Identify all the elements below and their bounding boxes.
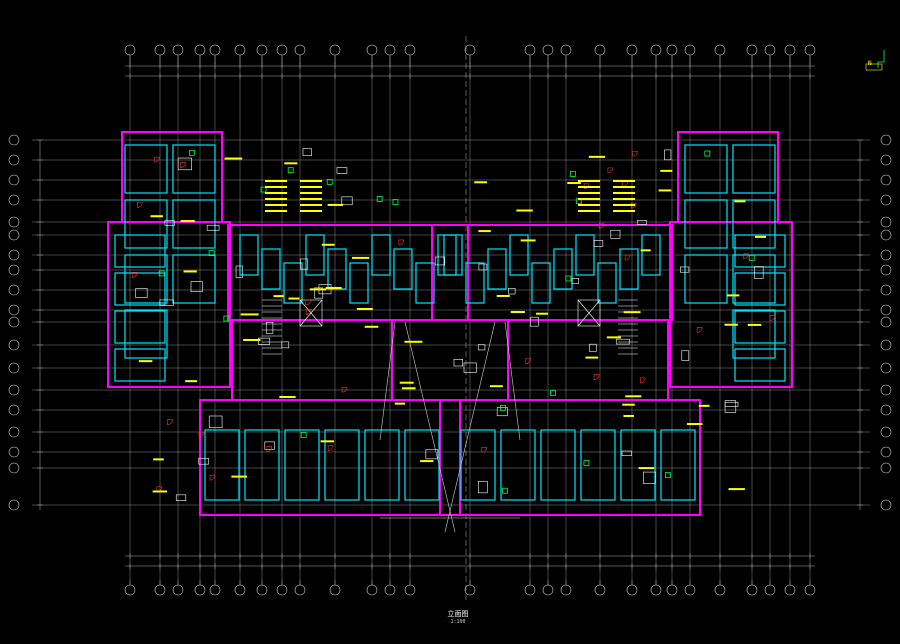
annotation-tags — [138, 155, 766, 493]
center-void — [379, 321, 521, 533]
axis-bubbles — [8, 44, 892, 596]
drawing-title-block: 立面图 1:100 — [436, 610, 480, 626]
north-arrow-icon — [865, 50, 885, 71]
interior-partitions — [114, 144, 786, 501]
exterior-walls — [107, 131, 793, 516]
drawing-title: 立面图 — [447, 610, 469, 618]
fixtures — [135, 148, 764, 501]
axis-grid — [32, 64, 870, 580]
north-tag: N — [868, 60, 872, 67]
dimension-lines — [37, 36, 863, 600]
drawing-scale: 1:100 — [450, 619, 466, 625]
equipment-marks — [158, 149, 755, 494]
